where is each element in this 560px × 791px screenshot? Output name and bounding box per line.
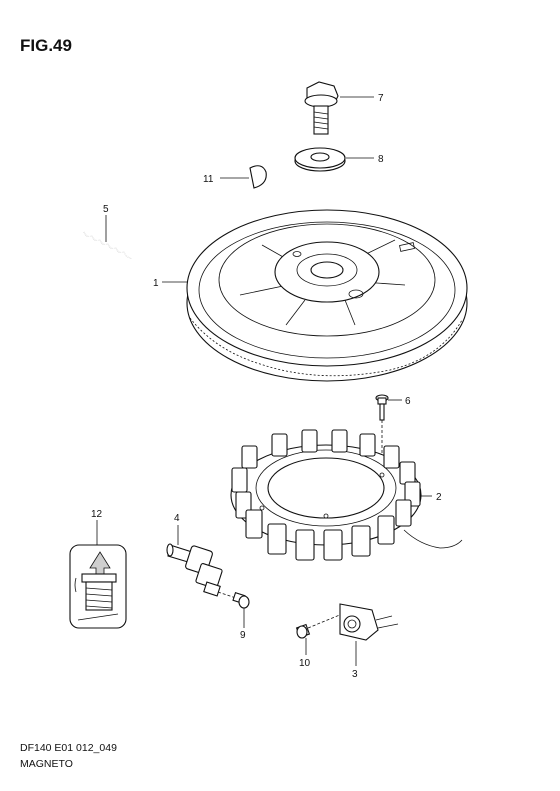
bolt-part-7: [304, 81, 339, 135]
screw-part-9: [217, 591, 250, 609]
callout-2: 2: [436, 492, 442, 503]
callout-3: 3: [352, 669, 358, 680]
spring-part-5: [83, 231, 133, 259]
callout-6: 6: [405, 396, 411, 407]
callout-8: 8: [378, 154, 384, 165]
callout-10: 10: [299, 658, 311, 669]
stator-part-2: [230, 429, 463, 561]
figure-title: FIG.49: [20, 36, 72, 55]
callout-4: 4: [174, 513, 180, 524]
pulser-coil-part-3: [339, 603, 399, 641]
sensor-part-4: [166, 543, 223, 597]
callout-7: 7: [378, 93, 384, 104]
callout-9: 9: [240, 630, 246, 641]
callout-12: 12: [91, 509, 103, 520]
callout-11: 11: [203, 174, 214, 185]
callout-5: 5: [103, 204, 109, 215]
washer-part-8: [294, 147, 346, 172]
flywheel-part-1: [186, 209, 468, 382]
diagram-code: DF140 E01 012_049: [20, 742, 117, 754]
diagram-name: MAGNETO: [20, 758, 73, 770]
callout-1: 1: [153, 278, 159, 289]
key-part-11: [249, 165, 267, 189]
detail-box-part-12: [69, 544, 127, 629]
screw-part-10: [295, 613, 343, 639]
